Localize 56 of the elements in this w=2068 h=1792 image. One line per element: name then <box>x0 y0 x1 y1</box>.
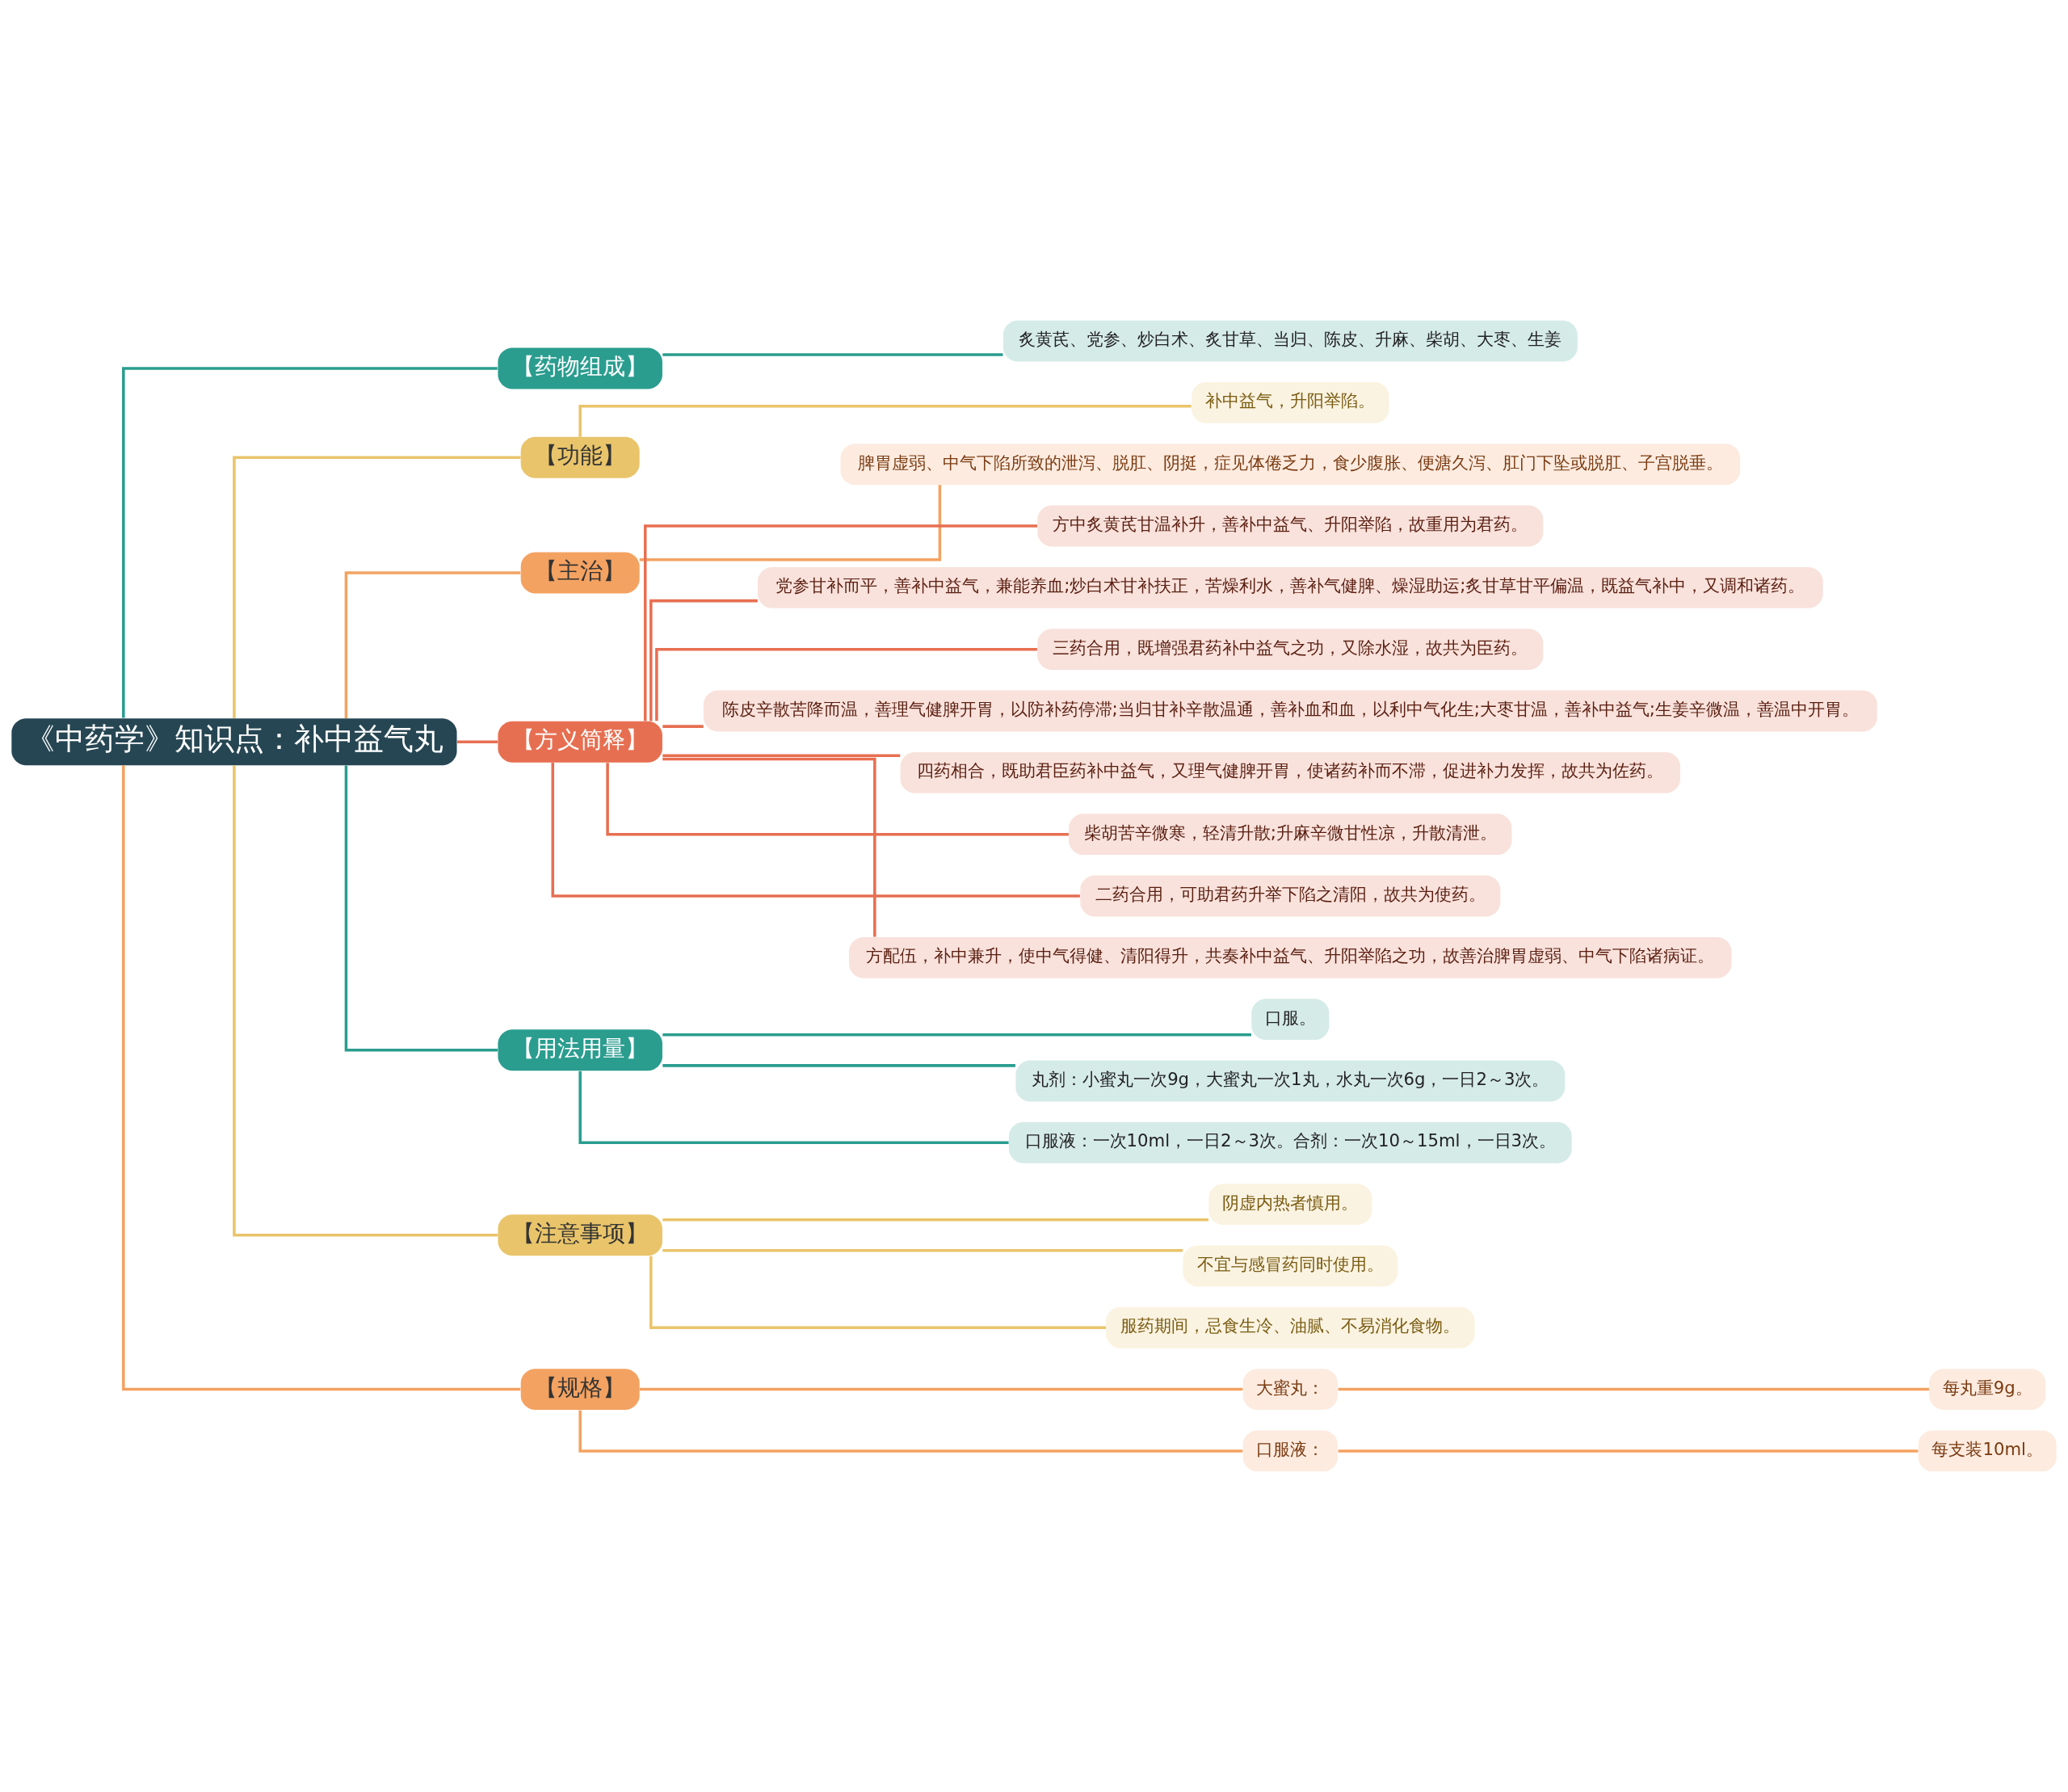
connector <box>649 1256 1106 1330</box>
connector <box>457 740 498 743</box>
node-box: 【用法用量】 <box>498 1029 662 1071</box>
connector <box>640 1387 1243 1391</box>
connector <box>643 524 1037 721</box>
node-box: 【主治】 <box>520 552 640 594</box>
node-box: 三药合用，既增强君药补中益气之功，又除水湿，故共为臣药。 <box>1037 629 1544 671</box>
connector <box>662 1218 1208 1222</box>
node-box: 丸剂：小蜜丸一次9g，大蜜丸一次1丸，水丸一次6g，一日2～3次。 <box>1015 1060 1566 1102</box>
node-box: 陈皮辛散苦降而温，善理气健脾开胃，以防补药停滞;当归甘补辛散温通，善补血和血，以利中气化生;大枣甘温，善补中益气;生姜辛微温，善温中开胃。 <box>703 690 1877 732</box>
connector <box>233 456 521 718</box>
node-box: 党参甘补而平，善补中益气，兼能养血;炒白术甘补扶正，苦燥利水，善补气健脾、燥湿助运;炙甘草甘平偏温，既益气补中，又调和诸药。 <box>757 566 1823 608</box>
node-box: 每丸重9g。 <box>1929 1369 2046 1410</box>
node-box: 方中炙黄芪甘温补升，善补中益气、升阳举陷，故重用为君药。 <box>1037 505 1544 547</box>
node-box: 方配伍，补中兼升，使中气得健、清阳得升，共奏补中益气、升阳举陷之功，故善治脾胃虚弱、中气下陷诸病证。 <box>849 936 1732 978</box>
connector <box>1338 1449 1919 1453</box>
connector <box>122 367 498 718</box>
connector <box>662 754 901 757</box>
node-box: 【药物组成】 <box>498 347 662 389</box>
connector <box>662 757 876 937</box>
connector <box>551 762 1080 898</box>
node-box: 口服液：一次10ml，一日2～3次。合剂：一次10～15ml，一日3次。 <box>1008 1121 1572 1163</box>
node-box: 脾胃虚弱、中气下陷所致的泄泻、脱肛、阴挺，症见体倦乏力，食少腹胀、便溏久泻、肛门下坠或脱肛、子宫脱垂。 <box>840 444 1741 486</box>
connector <box>655 647 1037 721</box>
connector <box>578 1410 1243 1453</box>
connector <box>233 765 498 1237</box>
connector <box>662 353 1003 356</box>
node-box: 口服液： <box>1242 1430 1338 1472</box>
connector <box>344 571 521 719</box>
connector <box>662 1064 1015 1067</box>
node-box: 口服。 <box>1251 999 1330 1041</box>
node-box: 炙黄芪、党参、炒白术、炙甘草、当归、陈皮、升麻、柴胡、大枣、生姜 <box>1002 320 1578 362</box>
node-box: 【方义简释】 <box>498 721 662 763</box>
node-box: 《中药学》知识点：补中益气丸 <box>11 718 457 766</box>
node-box: 服药期间，忌食生冷、油腻、不易消化食物。 <box>1106 1306 1475 1348</box>
connector <box>662 1249 1183 1252</box>
connector <box>578 1071 1009 1145</box>
node-box: 四药相合，既助君臣药补中益气，又理气健脾开胃，使诸药补而不滞，促进补力发挥，故共为佐药。 <box>900 751 1680 793</box>
connector <box>649 599 758 721</box>
node-box: 【功能】 <box>520 436 640 478</box>
node-box: 【规格】 <box>520 1369 640 1410</box>
node-box: 【注意事项】 <box>498 1214 662 1256</box>
node-box: 每支装10ml。 <box>1918 1430 2057 1472</box>
connector <box>1338 1387 1929 1391</box>
node-box: 补中益气，升阳举陷。 <box>1192 382 1389 423</box>
connector <box>662 1033 1251 1037</box>
node-box: 二药合用，可助君药升举下陷之清阳，故共为使药。 <box>1080 875 1501 917</box>
node-box: 阴虚内热者慎用。 <box>1208 1184 1372 1226</box>
connector <box>662 725 704 728</box>
node-box: 不宜与感冒药同时使用。 <box>1183 1245 1398 1287</box>
connector <box>122 765 521 1391</box>
node-box: 大蜜丸： <box>1242 1369 1338 1410</box>
connector <box>344 765 498 1052</box>
connector <box>606 763 1069 836</box>
connector <box>639 485 942 562</box>
node-box: 柴胡苦辛微寒，轻清升散;升麻辛微甘性凉，升散清泄。 <box>1069 814 1512 856</box>
